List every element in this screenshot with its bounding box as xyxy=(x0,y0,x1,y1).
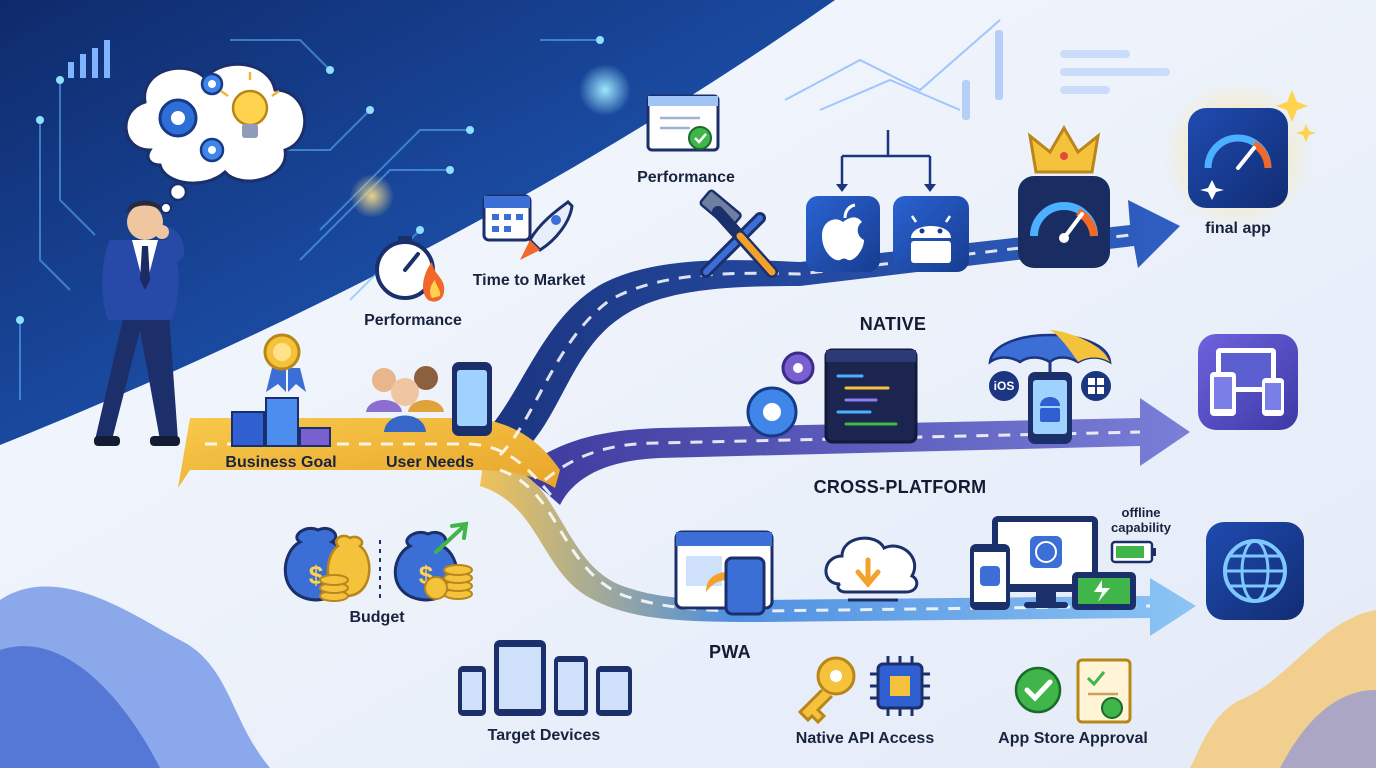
users-group-icon xyxy=(366,366,444,432)
hammer-wrench-icon xyxy=(699,189,778,278)
devices-icon xyxy=(458,640,632,716)
android-icon xyxy=(893,196,969,272)
glow-dot xyxy=(579,64,631,116)
cloud-download-icon xyxy=(824,536,919,602)
target-devices-label: Target Devices xyxy=(487,727,601,744)
certificate-icon xyxy=(646,94,720,152)
final-app-label: final app xyxy=(1205,220,1271,237)
smartphone-icon xyxy=(452,362,492,436)
mini-bar-chart-icon xyxy=(68,40,110,78)
umbrella-icon xyxy=(988,330,1112,372)
native-api-access-label: Native API Access xyxy=(795,730,935,747)
lightbulb-icon xyxy=(220,72,280,138)
pwa-route-label: PWA xyxy=(709,642,751,662)
devices-icon xyxy=(1198,334,1298,430)
svg-text:$: $ xyxy=(309,560,324,590)
rocket-icon xyxy=(520,200,574,260)
road-dashes xyxy=(205,233,1151,613)
data-bars-decor xyxy=(962,30,1170,120)
trend-line-decor xyxy=(784,19,1001,111)
key-icon xyxy=(797,656,856,725)
android-icon xyxy=(1040,397,1060,422)
web-window-icon xyxy=(674,530,774,616)
code-window-icon xyxy=(824,348,918,444)
battery-icon xyxy=(1072,540,1156,610)
app-store-approval-label: App Store Approval xyxy=(998,730,1148,747)
bar-chart-icon xyxy=(231,397,331,447)
business-goal-label: Business Goal xyxy=(225,454,337,471)
gears-icon xyxy=(158,72,225,163)
bottom-left-wave xyxy=(0,646,160,768)
cross-platform-road xyxy=(520,398,1190,505)
ios-badge xyxy=(989,371,1019,401)
businessman-thinking-icon xyxy=(94,200,185,446)
time-to-market-label: Time to Market xyxy=(472,272,586,289)
certificate-icon xyxy=(1076,658,1132,724)
performance-label-top: Performance xyxy=(637,169,735,186)
crown-icon xyxy=(1027,125,1101,174)
money-bags-icon: $ $ xyxy=(283,521,473,602)
circuit-dots xyxy=(16,36,604,324)
cross-platform-route-label: CROSS-PLATFORM xyxy=(813,477,987,497)
speedometer-icon xyxy=(1018,176,1110,268)
offline-capability-label: offline capability xyxy=(1111,505,1171,535)
gears-icon xyxy=(746,351,815,438)
stopwatch-icon xyxy=(375,236,445,302)
final-app-icon xyxy=(1163,80,1316,230)
split-arrows xyxy=(836,184,936,192)
apple-icon xyxy=(806,196,880,272)
medal-icon xyxy=(263,333,306,392)
split-connector xyxy=(840,130,932,186)
glow-dot xyxy=(350,174,394,218)
bottom-right-wave xyxy=(1280,690,1376,768)
chip-icon xyxy=(870,656,930,716)
budget-label: Budget xyxy=(349,609,405,626)
pwa-road xyxy=(480,450,1196,636)
windows-icon xyxy=(1081,371,1111,401)
ios-badge-label: iOS xyxy=(993,379,1015,393)
user-needs-label: User Needs xyxy=(385,454,475,471)
native-route-label: NATIVE xyxy=(859,314,927,334)
check-circle-icon xyxy=(1014,666,1062,714)
calendar-icon xyxy=(482,194,532,242)
globe-icon xyxy=(1206,522,1304,620)
performance-label-left: Performance xyxy=(364,312,462,329)
